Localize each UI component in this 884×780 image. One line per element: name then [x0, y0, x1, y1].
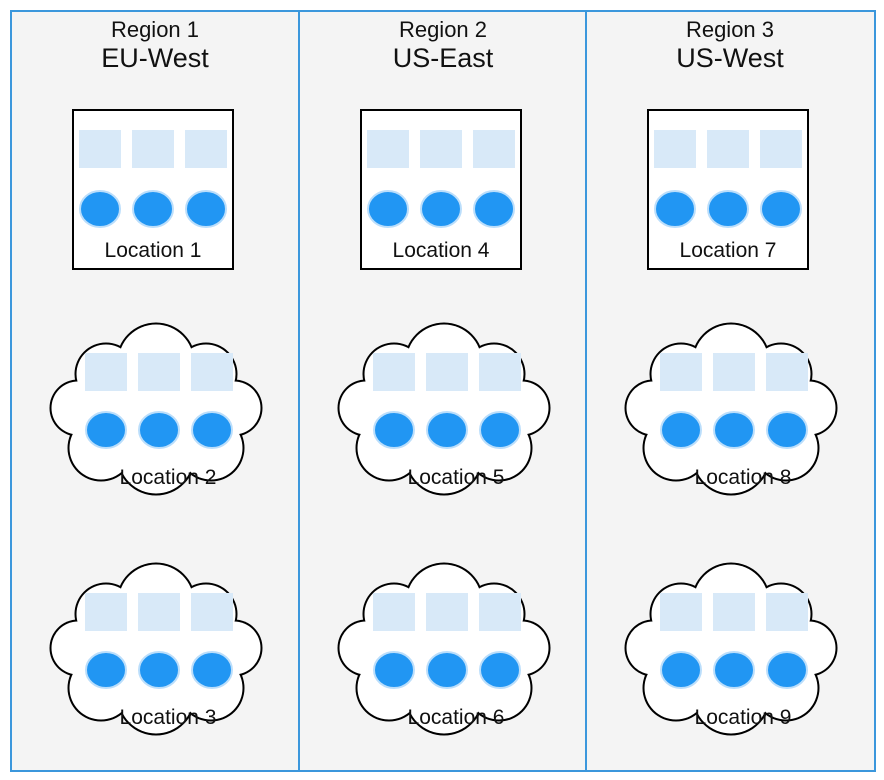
resource-square [766, 593, 808, 631]
resource-square [367, 130, 409, 168]
region-name: US-East [393, 43, 494, 73]
resource-square [373, 353, 415, 391]
resource-circle [707, 190, 749, 228]
location-label: Location 6 [408, 706, 505, 729]
resource-circle [132, 190, 174, 228]
resource-square [426, 353, 468, 391]
resource-circle [79, 190, 121, 228]
location-label: Location 4 [393, 239, 490, 262]
resource-square [713, 353, 755, 391]
resource-square [373, 593, 415, 631]
location-label: Location 3 [120, 706, 217, 729]
resource-square [713, 593, 755, 631]
resource-square [660, 353, 702, 391]
location-cloud: Location 6 [337, 562, 551, 736]
resource-square [79, 130, 121, 168]
resource-square [132, 130, 174, 168]
resource-square [85, 593, 127, 631]
resource-circle [713, 411, 755, 449]
region-label: Region 3 [686, 17, 774, 42]
location-cloud: Location 9 [624, 562, 838, 736]
resource-square [473, 130, 515, 168]
resource-circle [185, 190, 227, 228]
resource-circle [760, 190, 802, 228]
resource-circle [473, 190, 515, 228]
resource-circle [479, 411, 521, 449]
location-box: Location 1 [72, 109, 234, 270]
resource-circle [85, 651, 127, 689]
resource-square [191, 593, 233, 631]
resource-circle [420, 190, 462, 228]
resource-square [654, 130, 696, 168]
resource-square [426, 593, 468, 631]
resource-square [185, 130, 227, 168]
location-label: Location 7 [680, 239, 777, 262]
location-label: Location 9 [695, 706, 792, 729]
resource-circle [426, 411, 468, 449]
resource-circle [479, 651, 521, 689]
location-label: Location 5 [408, 466, 505, 489]
resource-square [138, 353, 180, 391]
resource-circle [138, 651, 180, 689]
location-box: Location 4 [360, 109, 522, 270]
resource-square [479, 593, 521, 631]
resource-circle [660, 411, 702, 449]
location-cloud: Location 3 [49, 562, 263, 736]
resource-circle [191, 651, 233, 689]
location-label: Location 1 [105, 239, 202, 262]
resource-square [660, 593, 702, 631]
resource-circle [766, 651, 808, 689]
resource-circle [426, 651, 468, 689]
resource-circle [766, 411, 808, 449]
resource-square [707, 130, 749, 168]
resource-square [766, 353, 808, 391]
resource-circle [138, 411, 180, 449]
resource-circle [85, 411, 127, 449]
resource-square [479, 353, 521, 391]
resource-square [138, 593, 180, 631]
resource-square [760, 130, 802, 168]
location-label: Location 2 [120, 466, 217, 489]
resource-circle [367, 190, 409, 228]
resource-square [420, 130, 462, 168]
resource-circle [654, 190, 696, 228]
region-label: Region 1 [111, 17, 199, 42]
resource-circle [660, 651, 702, 689]
region-name: EU-West [101, 43, 209, 73]
region-name: US-West [676, 43, 784, 73]
resource-square [85, 353, 127, 391]
location-box: Location 7 [647, 109, 809, 270]
resource-circle [713, 651, 755, 689]
region-label: Region 2 [399, 17, 487, 42]
location-cloud: Location 2 [49, 322, 263, 496]
location-cloud: Location 5 [337, 322, 551, 496]
location-label: Location 8 [695, 466, 792, 489]
resource-circle [373, 411, 415, 449]
locations-layer: Location 1 Location 2 Location 3 Location 4… [49, 109, 838, 736]
location-cloud: Location 8 [624, 322, 838, 496]
resource-square [191, 353, 233, 391]
resource-circle [373, 651, 415, 689]
resource-circle [191, 411, 233, 449]
